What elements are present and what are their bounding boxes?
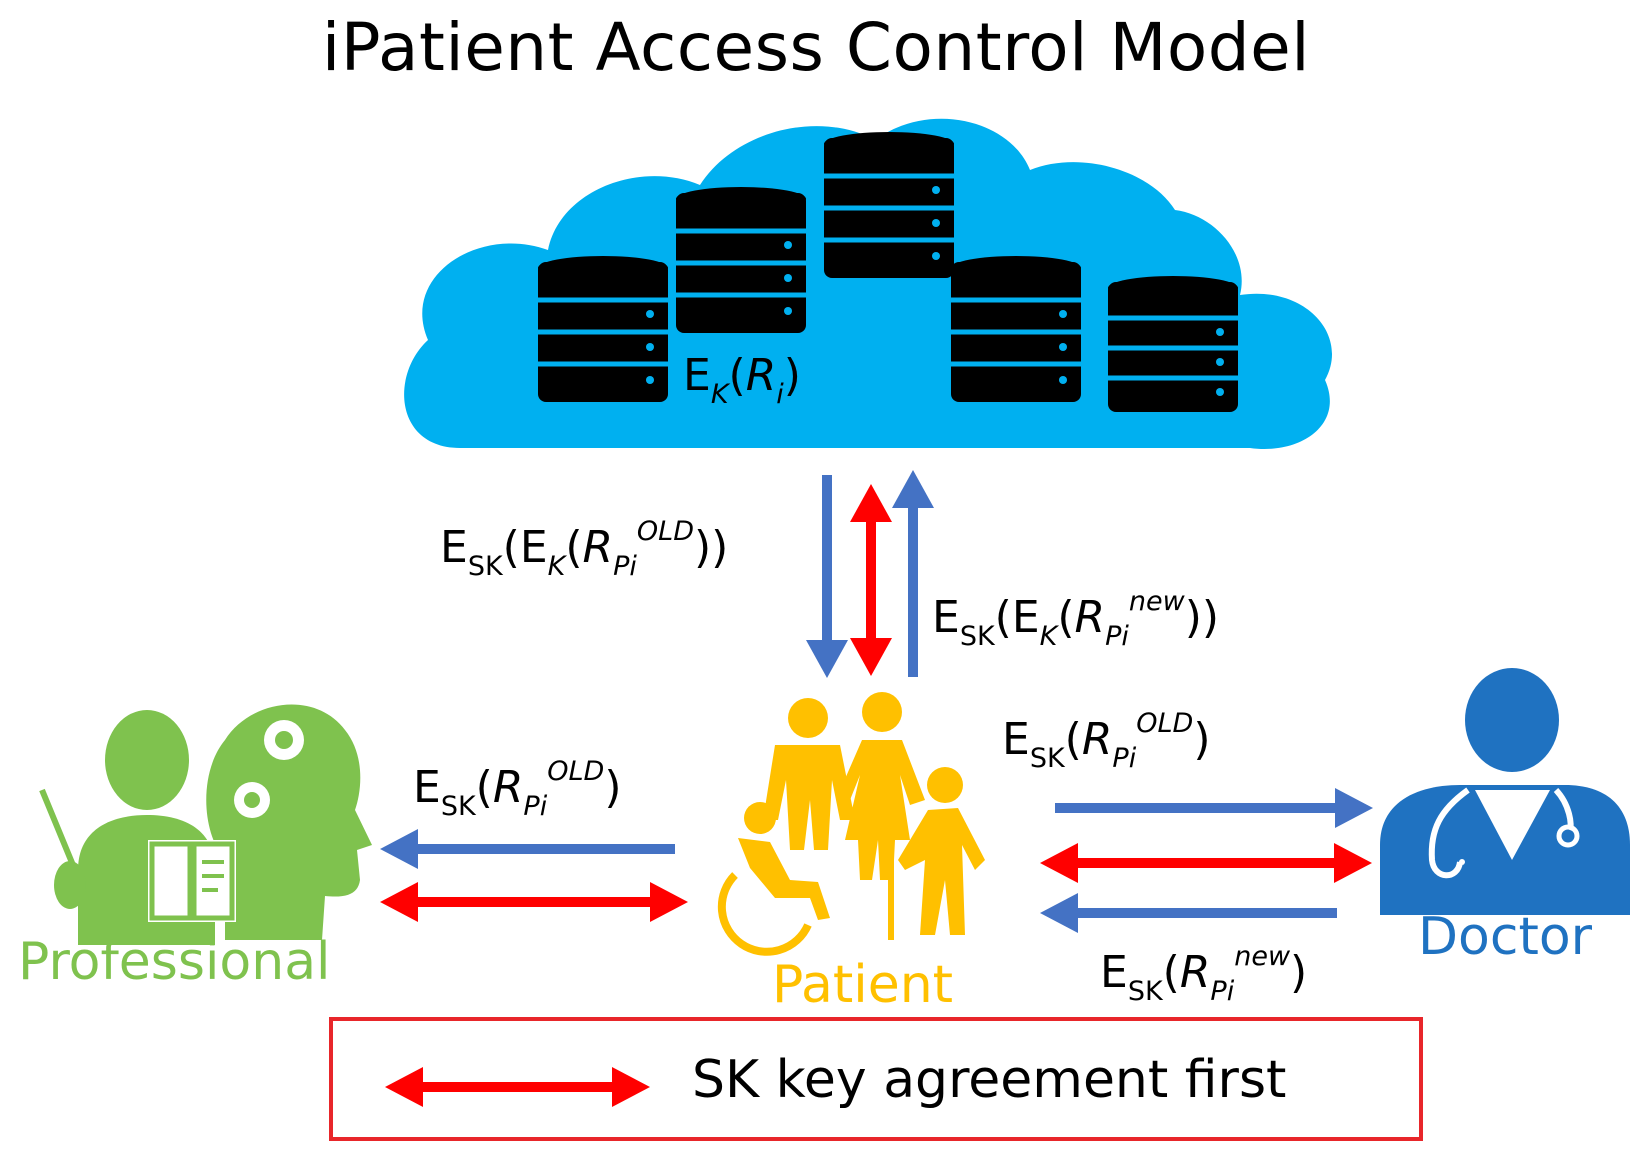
label-professional-old: ESK(RPiOLD) [413,756,622,822]
database-icon [676,187,806,333]
arrow-patient-to-professional [380,829,675,869]
page-title: iPatient Access Control Model [321,9,1311,86]
label-doctor-old: ESK(RPiOLD) [1002,708,1211,774]
label-cloud-new: ESK(EK(RPinew)) [932,586,1220,652]
doctor-icon [1380,668,1630,915]
cloud-label: EK(Ri) [683,350,801,410]
role-doctor: Doctor [1418,907,1593,967]
patient-group-icon [717,692,985,956]
database-icon [824,132,954,278]
arrow-doctor-to-patient [1040,893,1337,933]
arrow-patient-cloud-bidirectional [850,484,892,676]
arrow-patient-to-cloud [892,470,934,677]
database-icon [538,256,668,402]
legend-arrow [385,1067,650,1107]
arrow-patient-to-doctor [1055,788,1373,828]
arrow-professional-patient-bidirectional [380,882,688,922]
database-icon [951,256,1081,402]
role-patient: Patient [772,955,954,1015]
legend-text: SK key agreement first [692,1050,1287,1110]
legend-box [329,1017,1423,1141]
database-icon [1108,276,1238,412]
arrow-cloud-to-patient [806,475,848,678]
label-doctor-new: ESK(RPinew) [1100,941,1308,1007]
professional-icon [39,704,372,945]
role-professional: Professional [18,932,331,992]
arrow-doctor-patient-bidirectional [1040,843,1372,883]
label-cloud-old: ESK(EK(RPiOLD)) [440,516,729,582]
